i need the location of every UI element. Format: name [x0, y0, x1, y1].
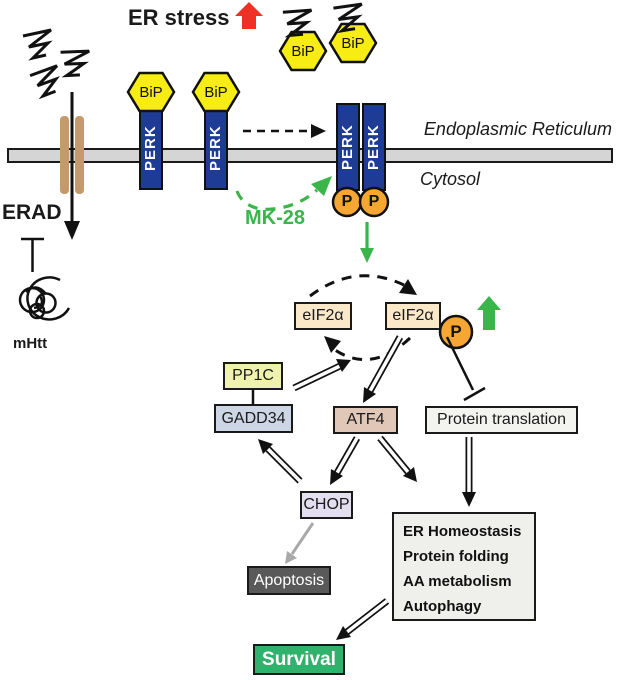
er-lumen-label: Endoplasmic Reticulum — [423, 119, 612, 139]
protein-translation-box: Protein translation — [425, 406, 578, 434]
phospho-label: P — [341, 193, 353, 210]
gadd34-box: GADD34 — [214, 404, 293, 433]
misfolded-protein-icons — [21, 28, 91, 99]
perk-label: PERK — [207, 125, 224, 171]
bip-hexagons — [126, 22, 378, 113]
mhtt-aggregate-icon — [18, 276, 71, 321]
cytosol-label: Cytosol — [420, 169, 481, 189]
bip-label: BiP — [204, 83, 228, 101]
outcome-autophagy: Autophagy — [403, 598, 482, 615]
phospho-label: P — [368, 193, 380, 210]
bip-label: BiP — [139, 83, 163, 101]
perk-label: PERK — [365, 124, 382, 170]
open-arrow-chop-to-gadd34 — [258, 439, 303, 484]
bip-label: BiP — [291, 42, 315, 60]
bip-label: BiP — [341, 34, 365, 52]
translation-inhibition-tbar — [445, 336, 486, 402]
open-arrow-outcomes-to-survival — [336, 598, 390, 640]
open-arrow-atf4-to-outcomes — [377, 435, 417, 482]
er-membrane — [7, 148, 613, 163]
pp1c-box: PP1C — [223, 362, 283, 390]
outcome-aa-metabolism: AA metabolism — [403, 573, 512, 590]
mk28-label: MK-28 — [245, 207, 306, 229]
erad-label: ERAD — [2, 201, 62, 224]
erad-inhibition-tbar — [21, 237, 44, 272]
erad-channel-icon — [60, 116, 84, 194]
chop-box: CHOP — [300, 491, 353, 519]
eif2a-phospho-box: eIF2α — [385, 302, 441, 330]
perk-activation-arrow — [360, 222, 374, 263]
open-arrow-eif2ap-to-atf4 — [363, 335, 404, 403]
survival-box: Survival — [253, 644, 345, 675]
perk-label: PERK — [142, 125, 159, 171]
chop-apoptosis-arrow — [285, 522, 315, 564]
atf4-box: ATF4 — [333, 406, 398, 434]
mhtt-label: mHtt — [13, 335, 48, 352]
eif2a-cycle-arc-bottom — [324, 336, 412, 362]
outcome-protein-folding: Protein folding — [403, 548, 509, 565]
eif2a-box: eIF2α — [294, 302, 352, 330]
bip-release-dashed-arrow — [243, 124, 326, 138]
outcomes-box: ER Homeostasis Protein folding AA metabo… — [392, 512, 536, 621]
open-arrow-translation-to-outcomes — [462, 437, 476, 507]
mk28-dashed-arrow — [235, 176, 332, 211]
phospho-label: P — [450, 322, 462, 341]
open-arrow-gadd34-to-cycle — [292, 359, 351, 392]
erad-arrow — [64, 92, 80, 240]
perk-label: PERK — [339, 124, 356, 170]
apoptosis-box: Apoptosis — [247, 566, 331, 595]
outcome-er-homeostasis: ER Homeostasis — [403, 523, 522, 540]
er-stress-up-arrow-icon — [235, 2, 263, 29]
open-arrow-atf4-to-chop — [330, 436, 361, 485]
eif2a-cycle-arc-top — [309, 274, 417, 298]
er-stress-label: ER stress — [128, 5, 230, 30]
phospho-increase-arrow-icon — [477, 296, 501, 330]
